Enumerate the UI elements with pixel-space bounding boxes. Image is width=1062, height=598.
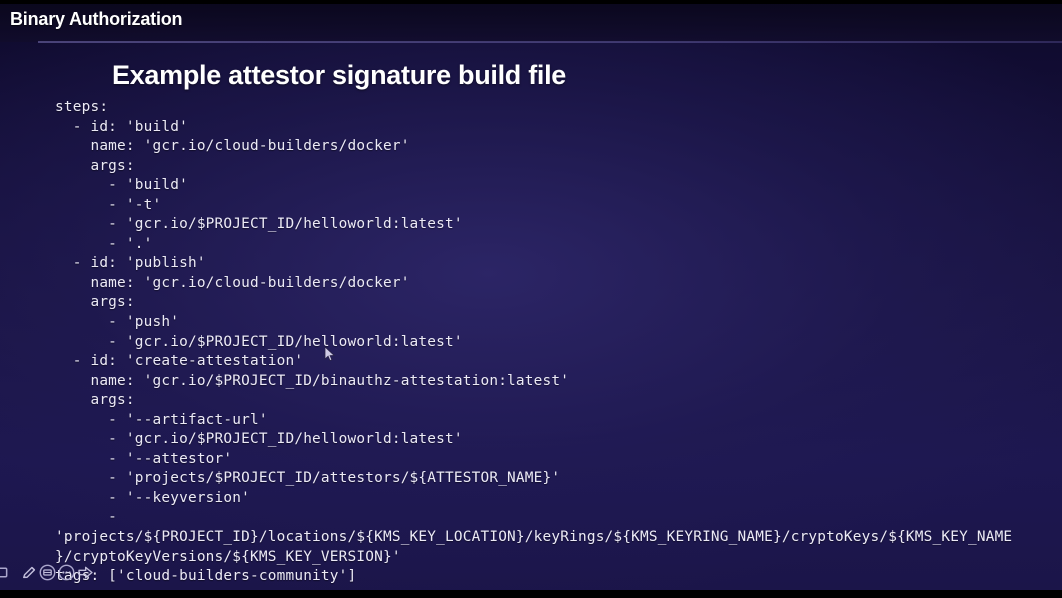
code-line: - '--keyversion' — [55, 489, 251, 506]
slide-title: Example attestor signature build file — [112, 60, 567, 90]
code-line: name: 'gcr.io/$PROJECT_ID/binauthz-attes… — [55, 372, 570, 389]
code-line: - 'gcr.io/$PROJECT_ID/helloworld:latest' — [55, 431, 463, 448]
code-block: steps: - id: 'build' name: 'gcr.io/cloud… — [55, 98, 1055, 587]
code-line: - id: 'build' — [55, 118, 188, 135]
code-line: - 'gcr.io/$PROJECT_ID/helloworld:latest' — [55, 333, 463, 350]
letterbox-bottom — [0, 590, 1062, 598]
slide-navigate-icon[interactable] — [38, 563, 57, 582]
code-line: }/cryptoKeyVersions/${KMS_KEY_VERSION}' — [55, 548, 401, 565]
code-line: steps: — [55, 99, 109, 115]
code-line: args: — [55, 294, 135, 311]
slide-canvas: Binary Authorization Example attestor si… — [0, 4, 1062, 590]
code-line: tags: ['cloud-builders-community'] — [55, 568, 357, 585]
pen-icon[interactable] — [19, 563, 38, 582]
presenter-toolbar[interactable] — [0, 562, 95, 582]
code-line: - 'projects/$PROJECT_ID/attestors/${ATTE… — [55, 470, 561, 487]
code-line: 'projects/${PROJECT_ID}/locations/${KMS_… — [55, 529, 1013, 546]
letterbox-top — [0, 0, 1062, 4]
code-line: - '.' — [55, 235, 153, 252]
code-line: - 'push' — [55, 314, 180, 331]
code-line: - '--attestor' — [55, 450, 233, 467]
code-line: - id: 'publish' — [55, 255, 206, 272]
code-line: args: — [55, 157, 135, 174]
next-arrow-icon[interactable] — [76, 563, 95, 582]
code-line: - id: 'create-attestation' — [55, 353, 304, 370]
more-options-icon[interactable] — [57, 563, 76, 582]
code-line: - 'gcr.io/$PROJECT_ID/helloworld:latest' — [55, 216, 463, 233]
code-line: - '--artifact-url' — [55, 411, 268, 428]
code-line: args: — [55, 392, 135, 409]
code-line: name: 'gcr.io/cloud-builders/docker' — [55, 138, 410, 155]
page-title: Binary Authorization — [10, 9, 183, 29]
code-line: - 'build' — [55, 177, 188, 194]
slide-header-bar: Binary Authorization — [0, 4, 1062, 42]
code-line: name: 'gcr.io/cloud-builders/docker' — [55, 274, 410, 291]
code-line: - '-t' — [55, 196, 162, 213]
rectangle-icon[interactable] — [0, 563, 19, 582]
code-line: - — [55, 509, 118, 526]
header-divider — [38, 41, 1062, 43]
